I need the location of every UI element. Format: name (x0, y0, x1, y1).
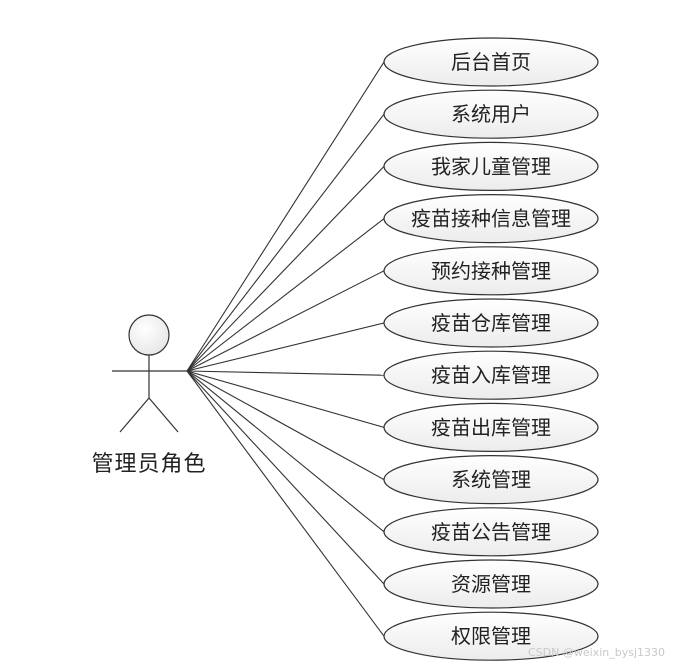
association-line (186, 370, 385, 585)
use-case: 疫苗公告管理 (383, 507, 599, 557)
use-case-label: 权限管理 (451, 624, 531, 648)
use-case: 疫苗入库管理 (383, 350, 599, 400)
use-case: 系统管理 (383, 455, 599, 505)
association-lines (186, 61, 385, 637)
use-case: 权限管理 (383, 611, 599, 661)
watermark: CSDN @weixin_bysj1330 (528, 646, 665, 659)
use-case: 疫苗仓库管理 (383, 298, 599, 348)
use-case-label: 资源管理 (451, 572, 531, 596)
use-case: 资源管理 (383, 559, 599, 609)
association-line (186, 218, 385, 372)
use-case-label: 疫苗公告管理 (431, 520, 551, 544)
use-case-ellipse (383, 559, 599, 609)
use-case-label: 预约接种管理 (431, 259, 551, 283)
association-line (186, 113, 385, 372)
use-case-ellipse (383, 402, 599, 452)
use-case-ellipse (383, 507, 599, 557)
association-line (186, 370, 385, 481)
association-line (186, 370, 385, 376)
use-case: 疫苗接种信息管理 (383, 194, 599, 244)
use-case-label: 疫苗仓库管理 (431, 311, 551, 335)
actor-right-leg (148, 397, 179, 433)
use-case-ellipse (383, 246, 599, 296)
use-case-label: 后台首页 (451, 50, 531, 74)
use-case-ellipse (383, 298, 599, 348)
association-line (186, 370, 385, 428)
use-case-label: 疫苗入库管理 (431, 363, 551, 387)
actor-head (128, 314, 170, 356)
association-line (186, 370, 385, 533)
actor-label: 管理员角色 (91, 452, 207, 477)
association-line (186, 370, 385, 637)
use-case-label: 疫苗出库管理 (431, 415, 551, 439)
use-case-ellipse (383, 141, 599, 191)
use-case-ellipse (383, 194, 599, 244)
use-case-label: 我家儿童管理 (431, 154, 551, 178)
use-case-ellipse (383, 611, 599, 661)
use-case-label: 疫苗接种信息管理 (411, 207, 571, 231)
actor-stick-figure (112, 314, 187, 433)
use-case: 疫苗出库管理 (383, 402, 599, 452)
use-case: 系统用户 (383, 89, 599, 139)
use-case-ellipse (383, 455, 599, 505)
association-line (186, 270, 385, 372)
use-case-ellipse (383, 350, 599, 400)
association-line (186, 61, 385, 372)
use-case-list: 后台首页系统用户我家儿童管理疫苗接种信息管理预约接种管理疫苗仓库管理疫苗入库管理… (383, 37, 599, 661)
use-case: 我家儿童管理 (383, 141, 599, 191)
association-line (186, 166, 385, 372)
use-case-ellipse (383, 37, 599, 87)
use-case: 预约接种管理 (383, 246, 599, 296)
use-case-label: 系统管理 (451, 468, 531, 492)
use-case-label: 系统用户 (451, 102, 531, 126)
use-case: 后台首页 (383, 37, 599, 87)
actor-left-leg (119, 397, 150, 433)
use-case-ellipse (383, 89, 599, 139)
association-line (186, 322, 385, 372)
